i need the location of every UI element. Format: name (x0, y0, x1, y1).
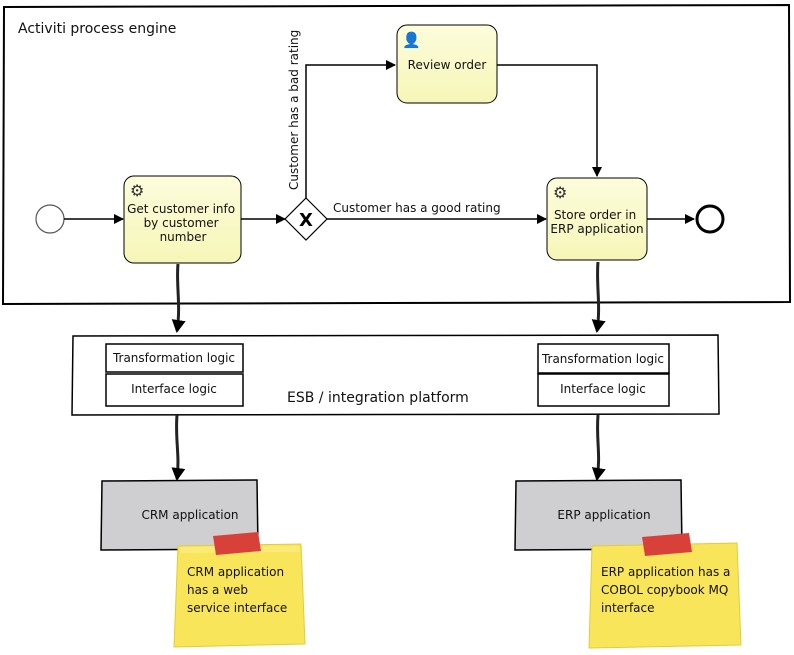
connector-store-to-esb (591, 261, 606, 333)
left-interface-logic (105, 373, 244, 407)
task-review-order[interactable] (396, 24, 498, 104)
left-transformation-logic (105, 343, 244, 373)
start-event[interactable] (35, 204, 65, 234)
exclusive-gateway[interactable] (284, 197, 328, 241)
flow-bad-rating (305, 60, 396, 198)
erp-application-label: ERP application (557, 508, 650, 522)
erp-note-text: ERP application has a COBOL copybook MQ … (601, 565, 734, 615)
task-review-order-label: Review order (408, 58, 487, 72)
crm-note-text: CRM application has a web service interf… (187, 565, 288, 615)
engine-title: Activiti process engine (18, 21, 176, 37)
connector-esb-to-erp (591, 414, 606, 481)
right-transformation-logic (537, 343, 670, 374)
task-get-customer-label: Get customer info by customer number (127, 202, 239, 244)
connector-get-customer-to-esb (171, 263, 186, 333)
engine-frame (1, 3, 792, 306)
left-transformation-label: Transformation logic (112, 351, 235, 365)
right-transformation-label: Transformation logic (541, 352, 664, 366)
gateway-x-icon: X (299, 210, 313, 231)
crm-application-label: CRM application (141, 508, 238, 522)
tape-icon (642, 533, 692, 556)
tape-icon (213, 532, 261, 555)
left-interface-label: Interface logic (131, 382, 217, 396)
crm-sticky-note: CRM application has a web service interf… (173, 532, 306, 648)
erp-sticky-note: ERP application has a COBOL copybook MQ … (588, 533, 742, 649)
connector-esb-to-crm (171, 414, 186, 481)
gear-icon: ⚙ (553, 183, 567, 202)
right-interface-label: Interface logic (560, 382, 646, 396)
good-rating-label: Customer has a good rating (333, 201, 501, 215)
bad-rating-label: Customer has a bad rating (287, 30, 301, 190)
esb-title: ESB / integration platform (287, 390, 469, 406)
gear-icon: ⚙ (130, 181, 144, 200)
right-interface-logic (537, 373, 670, 407)
end-event[interactable] (695, 204, 725, 234)
flow-review-to-store (497, 64, 602, 177)
user-icon: 👤 (402, 31, 421, 49)
task-store-order-label: Store order in ERP application (550, 208, 643, 236)
